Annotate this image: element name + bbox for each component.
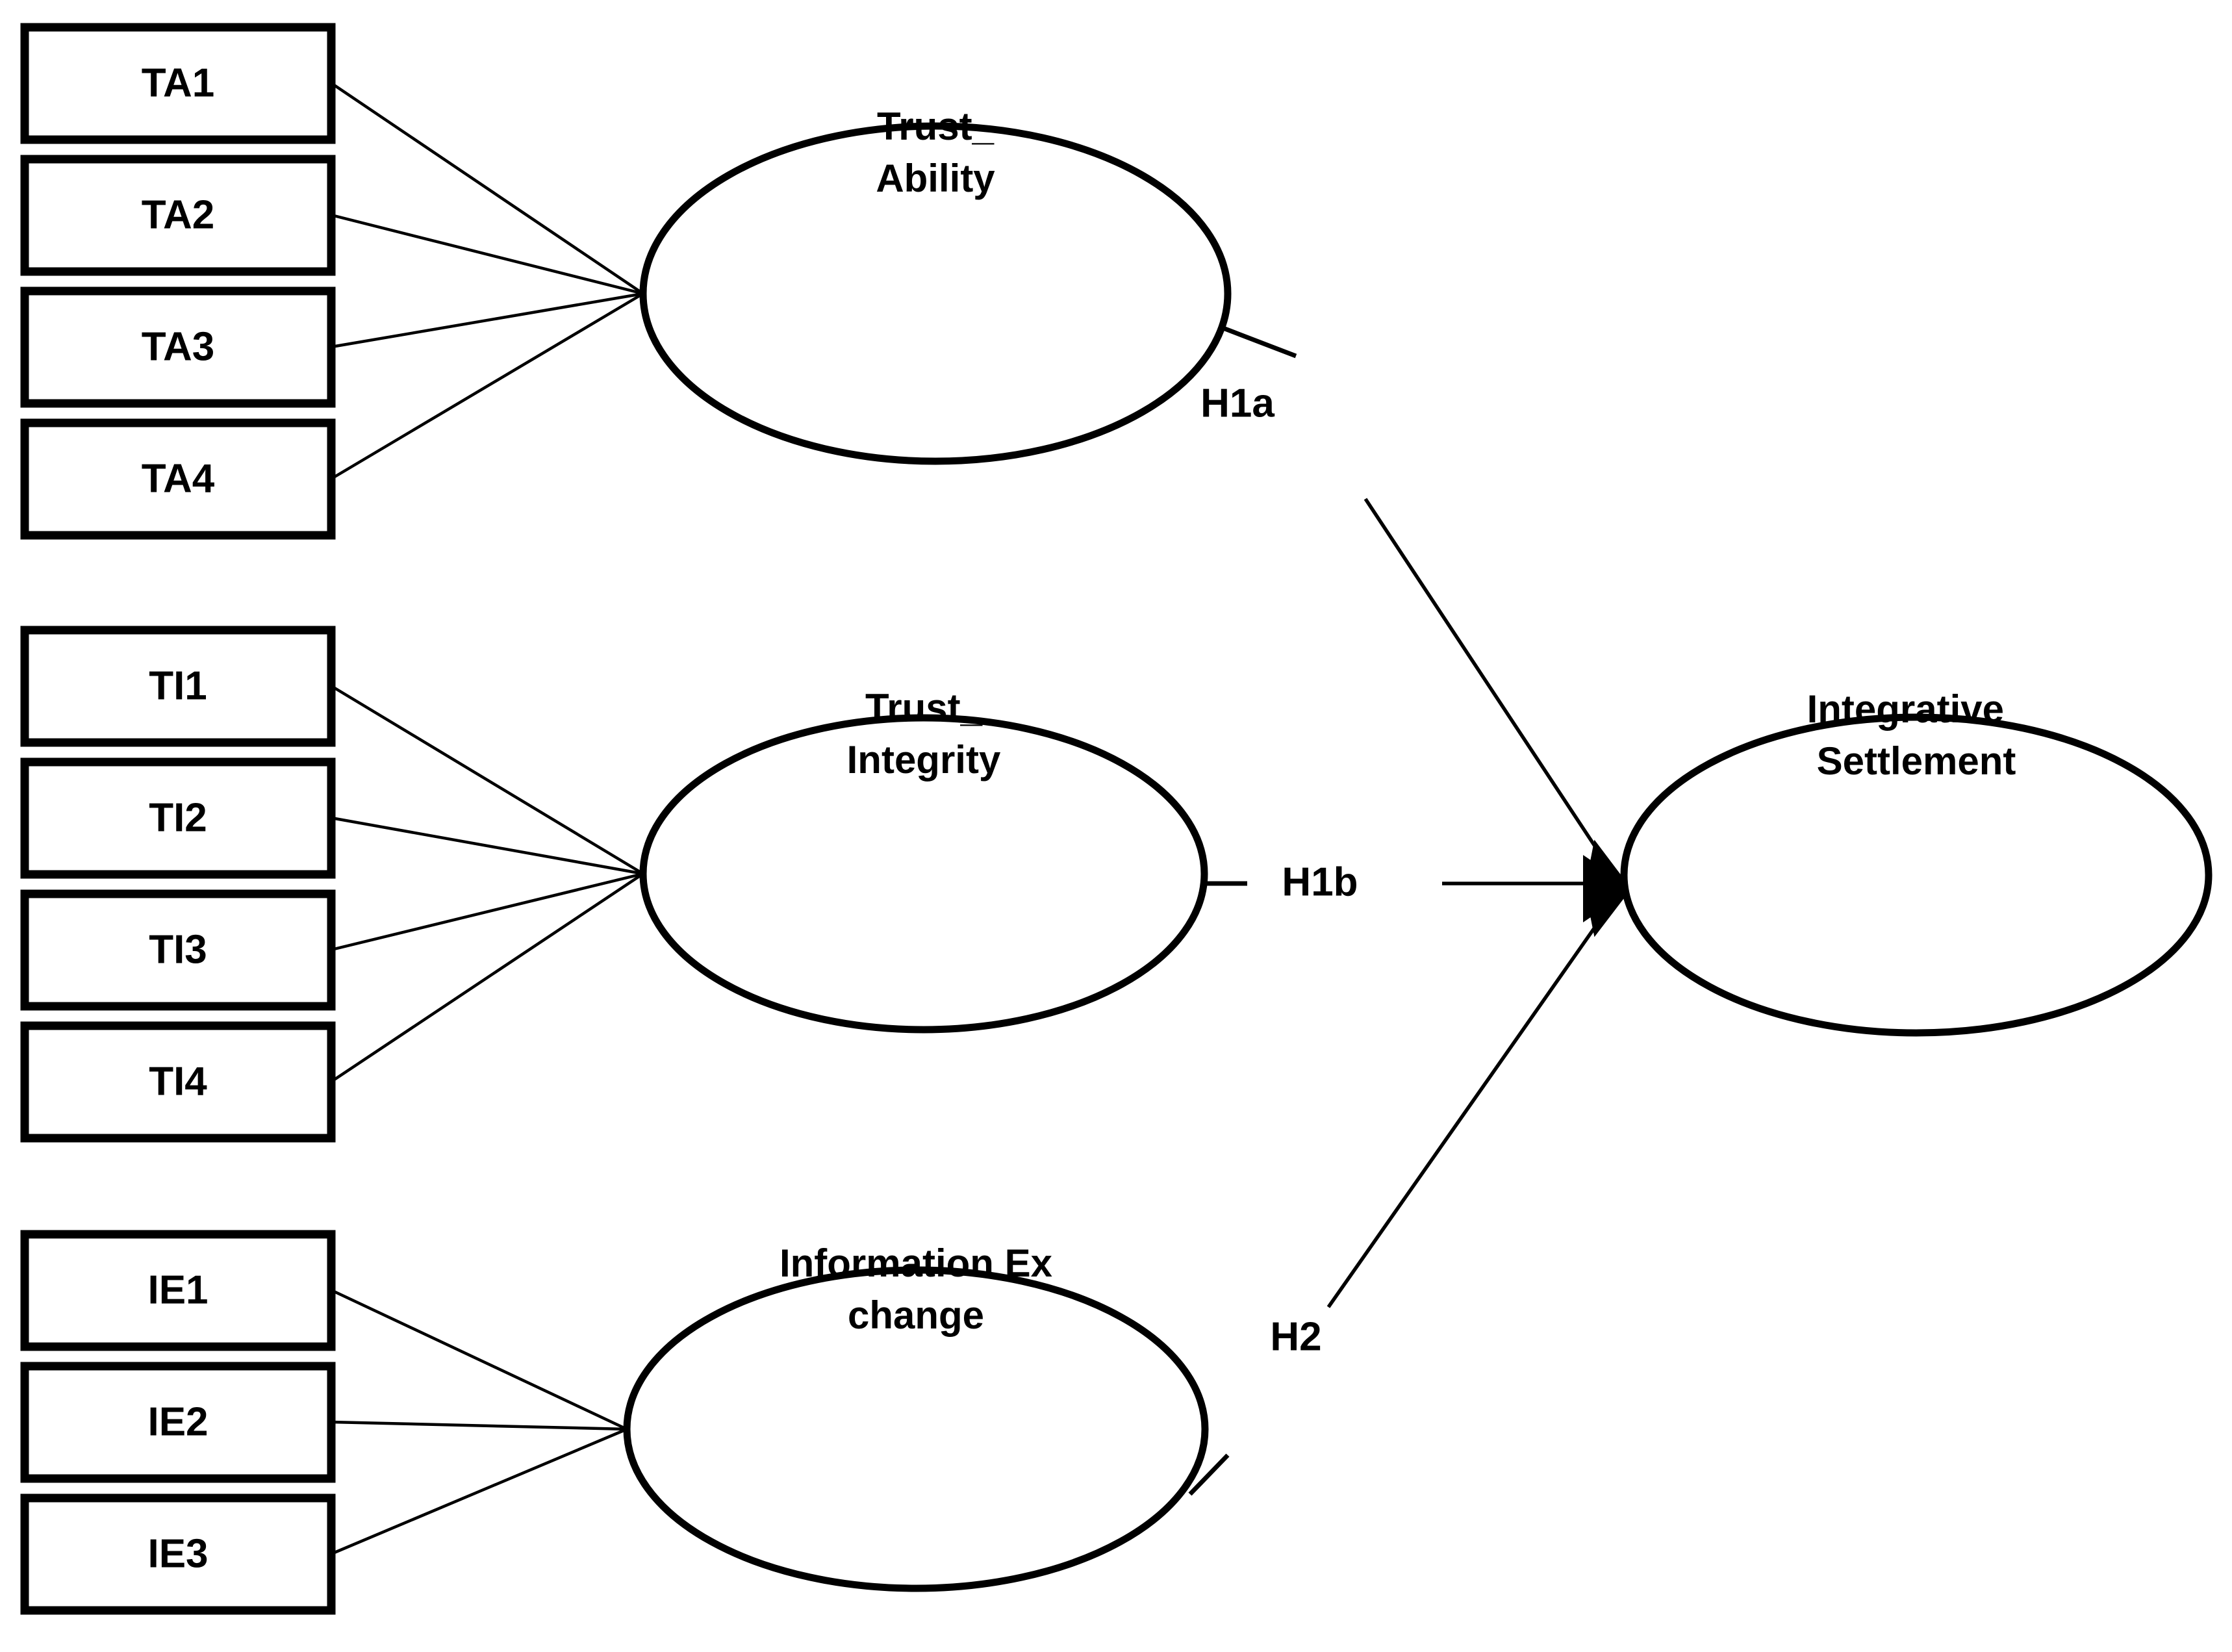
loading-path-ta3 xyxy=(331,292,644,349)
indicator-group-information-exchange: IE1 IE2 IE3 xyxy=(20,1230,336,1615)
structural-path-h2-line xyxy=(1326,903,1613,1308)
loading-path-ti2 xyxy=(331,816,644,876)
indicator-label-ti2: TI2 xyxy=(149,795,207,840)
indicator-box-ie2[interactable]: IE2 xyxy=(20,1362,336,1483)
construct-trust-integrity[interactable]: Trust_ Integrity xyxy=(639,686,1208,1034)
construct-trust-ability[interactable]: Trust_ Ability xyxy=(639,105,1232,465)
hypothesis-label-h2: H2 xyxy=(1270,1314,1321,1359)
indicator-box-ta4[interactable]: TA4 xyxy=(20,418,336,540)
indicator-label-ta1: TA1 xyxy=(142,60,215,105)
indicator-box-ie1[interactable]: IE1 xyxy=(20,1230,336,1351)
arrowhead-integrative-settlement xyxy=(1583,839,1633,937)
indicator-box-ta3-rect[interactable] xyxy=(20,286,336,408)
indicator-box-ti2[interactable]: TI2 xyxy=(20,757,336,879)
construct-trust-integrity-line1: Trust_ xyxy=(865,686,983,730)
loading-paths-trust-integrity xyxy=(330,685,644,1083)
indicator-label-ie2: IE2 xyxy=(147,1399,208,1444)
construct-information-exchange[interactable]: Information Ex change xyxy=(623,1241,1209,1592)
hypothesis-label-h1b: H1b xyxy=(1282,859,1358,904)
indicator-box-ie2-rect[interactable] xyxy=(20,1362,336,1483)
indicator-label-ti4: TI4 xyxy=(149,1059,207,1104)
loading-path-ti1 xyxy=(330,685,644,875)
structural-path-h2-stub xyxy=(1188,1453,1230,1496)
construct-trust-ability-line1: Trust_ xyxy=(877,105,995,148)
construct-integrative-settlement-line1: Integrative_ xyxy=(1807,687,2026,731)
hypothesis-label-h1a: H1a xyxy=(1200,381,1275,426)
loading-path-ie3 xyxy=(331,1427,628,1556)
indicator-box-ti3-rect[interactable] xyxy=(20,889,336,1011)
structural-path-h1a xyxy=(1213,322,1613,872)
indicator-label-ie3: IE3 xyxy=(147,1531,208,1576)
indicator-box-ti2-rect[interactable] xyxy=(20,757,336,879)
loading-path-ta1 xyxy=(330,82,644,295)
indicator-label-ta2: TA2 xyxy=(142,192,215,237)
indicator-group-trust-ability: TA1 TA2 TA3 TA4 xyxy=(20,23,336,540)
loading-paths-trust-ability xyxy=(330,82,644,480)
construct-trust-ability-ellipse[interactable] xyxy=(639,122,1232,465)
indicator-box-ti1[interactable]: TI1 xyxy=(20,626,336,747)
indicator-box-ie3-rect[interactable] xyxy=(20,1493,336,1615)
construct-trust-integrity-ellipse[interactable] xyxy=(639,714,1208,1034)
indicator-box-ie3[interactable]: IE3 xyxy=(20,1493,336,1615)
indicator-box-ta2-rect[interactable] xyxy=(20,155,336,276)
indicator-box-ta1[interactable]: TA1 xyxy=(20,23,336,144)
construct-trust-ability-line2: Ability xyxy=(876,157,995,200)
indicator-box-ta2[interactable]: TA2 xyxy=(20,155,336,276)
indicator-label-ti3: TI3 xyxy=(149,927,207,972)
loading-path-ta2 xyxy=(331,213,644,296)
indicator-box-ta3[interactable]: TA3 xyxy=(20,286,336,408)
construct-integrative-settlement-ellipse[interactable] xyxy=(1620,713,2213,1037)
indicator-box-ti4-rect[interactable] xyxy=(20,1021,336,1143)
construct-trust-integrity-line2: Integrity xyxy=(847,738,1001,782)
loading-path-ti3 xyxy=(331,872,644,952)
indicator-group-trust-integrity: TI1 TI2 TI3 TI4 xyxy=(20,626,336,1143)
indicator-box-ti1-rect[interactable] xyxy=(20,626,336,747)
indicator-box-ta1-rect[interactable] xyxy=(20,23,336,144)
construct-information-exchange-line2: change xyxy=(848,1293,984,1337)
loading-paths-information-exchange xyxy=(331,1288,628,1556)
loading-path-ti4 xyxy=(330,872,644,1083)
construct-information-exchange-ellipse[interactable] xyxy=(623,1266,1209,1592)
construct-integrative-settlement[interactable]: Integrative_ Settlement xyxy=(1620,687,2213,1037)
arrowhead-lower-triangle xyxy=(1584,885,1632,937)
loading-path-ta4 xyxy=(330,292,644,480)
indicator-label-ti1: TI1 xyxy=(149,663,207,708)
indicator-label-ie1: IE1 xyxy=(147,1267,208,1312)
indicator-box-ti4[interactable]: TI4 xyxy=(20,1021,336,1143)
indicator-box-ta4-rect[interactable] xyxy=(20,418,336,540)
indicator-label-ta4: TA4 xyxy=(142,456,215,501)
structural-path-h2 xyxy=(1188,903,1613,1496)
construct-information-exchange-line1: Information Ex xyxy=(780,1241,1052,1285)
structural-path-h1a-line xyxy=(1363,498,1613,872)
construct-integrative-settlement-line2: Settlement xyxy=(1817,739,2016,783)
loading-path-ie1 xyxy=(331,1288,628,1431)
indicator-label-ta3: TA3 xyxy=(142,324,215,369)
structural-path-h1a-stub xyxy=(1213,322,1297,359)
indicator-box-ie1-rect[interactable] xyxy=(20,1230,336,1351)
indicator-box-ti3[interactable]: TI3 xyxy=(20,889,336,1011)
loading-path-ie2 xyxy=(331,1420,628,1431)
